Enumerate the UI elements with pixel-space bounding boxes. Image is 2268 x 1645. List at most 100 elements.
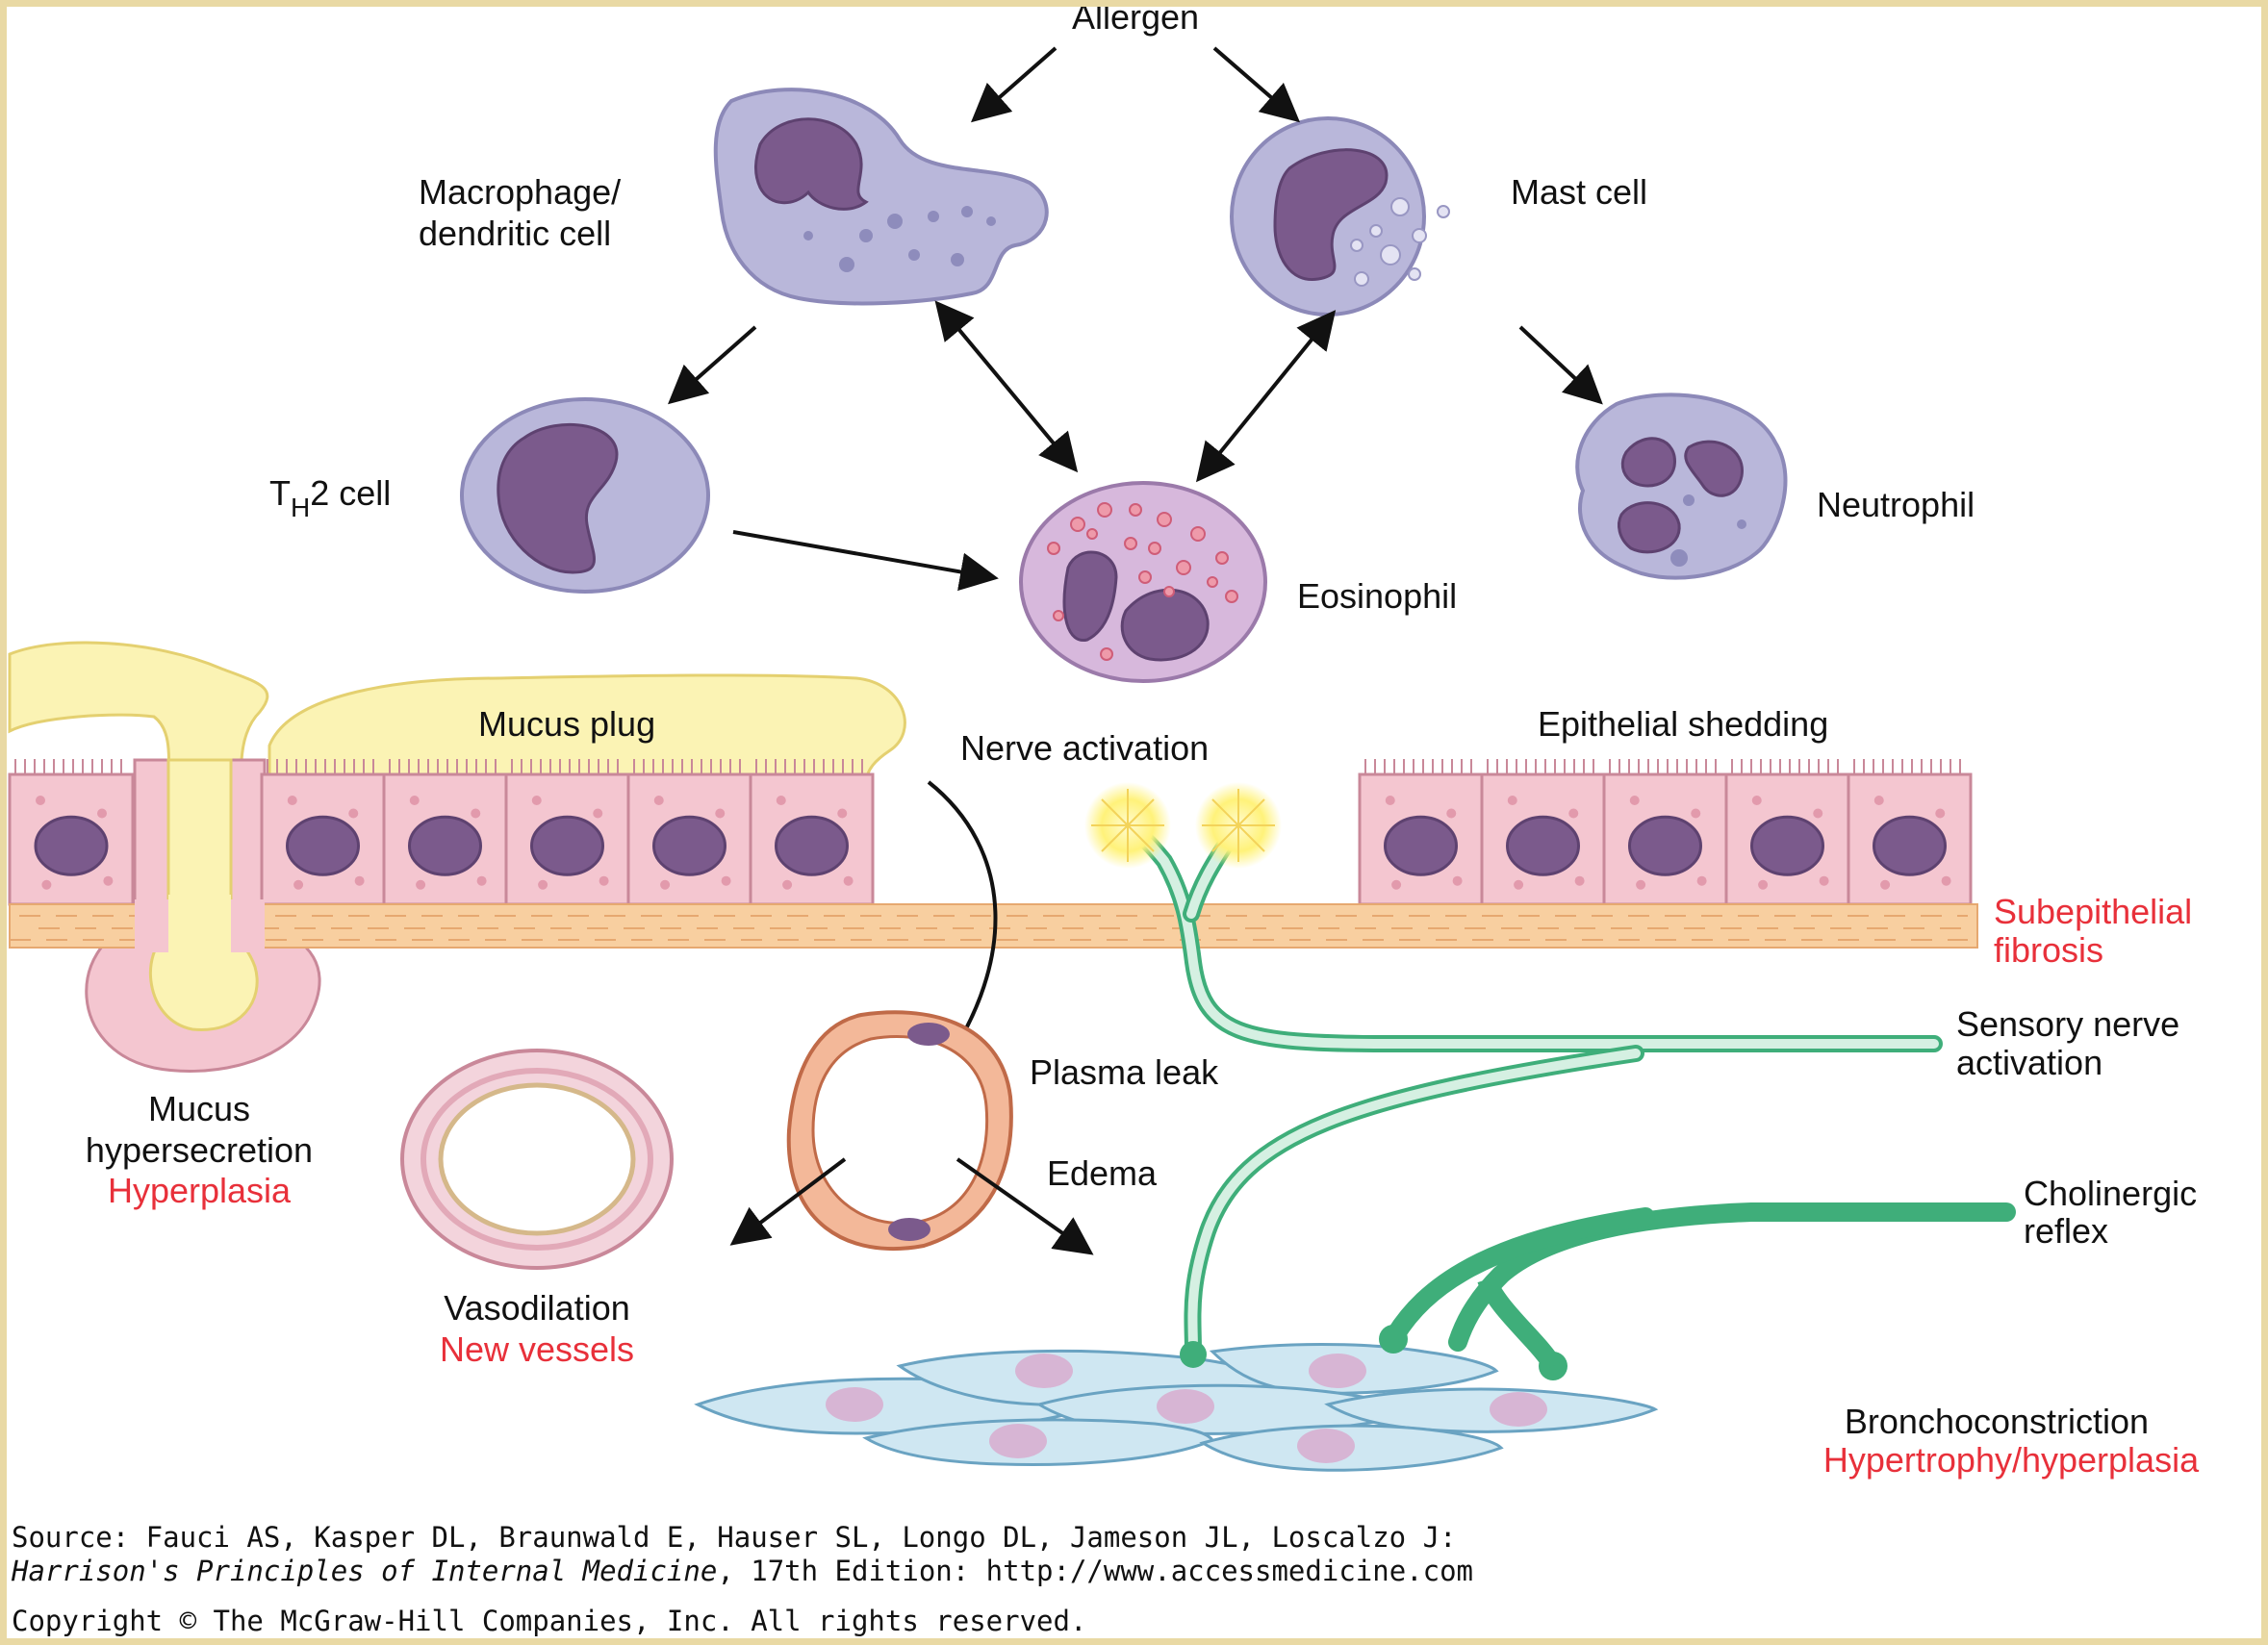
epithelial-granule [348,808,359,819]
cilia [511,759,619,774]
epithelial-granule [776,796,786,805]
label-eosinophil: Eosinophil [1297,576,1457,616]
cilia [1731,759,1839,774]
source-line-1: Source: Fauci AS, Kasper DL, Braunwald E… [12,1521,1457,1554]
label-subepithelial-2: fibrosis [1994,930,2103,970]
cilia [1609,759,1717,774]
epithelial-nucleus [34,815,109,876]
epithelial-granule [1507,796,1517,805]
epithelial-granule [837,808,848,819]
source-line-2: Harrison's Principles of Internal Medici… [11,1555,1473,1587]
epithelial-granule [1691,808,1701,819]
epithelial-nucleus [1628,815,1702,876]
epithelial-granule [476,875,487,886]
cilia [1487,759,1594,774]
cilia [633,759,741,774]
epithelial-granule [1696,875,1707,886]
epithelial-granule [1873,796,1884,805]
label-sensory-2: activation [1956,1043,2102,1082]
cholinergic-terminal-1 [1379,1325,1408,1354]
epithelial-granule [593,808,603,819]
epithelial-nucleus [286,815,360,876]
epithelial-granule [41,879,52,890]
epithelial-granule [416,879,426,890]
epithelial-granule [1751,796,1762,805]
cholinergic-branch [1477,1276,1562,1372]
label-epithelial-shedding: Epithelial shedding [1538,704,1828,744]
epithelial-granule [36,796,45,805]
label-macrophage-2: dendritic cell [419,214,611,253]
epithelial-granule [471,808,481,819]
labels: Allergen Macrophage/ dendritic cell Mast… [86,0,2200,1480]
label-th2-cell: TH2 cell [269,473,391,522]
cholinergic-nerve [1386,1202,2016,1352]
label-mucus-plug: Mucus plug [478,704,655,744]
cilia [14,759,122,774]
label-edema: Edema [1047,1153,1158,1193]
epithelial-granule [1452,875,1463,886]
epithelial-granule [409,796,420,805]
mast-cell [1230,116,1450,316]
epithelial-granule [354,875,365,886]
cilia [389,759,497,774]
label-vasodilation: Vasodilation [444,1288,629,1328]
label-hypersecretion: hypersecretion [86,1130,313,1170]
label-allergen: Allergen [1072,0,1199,37]
epithelial-granule [538,879,548,890]
cilia [1364,759,1472,774]
leaky-vessel [786,1010,1013,1252]
label-mucus: Mucus [148,1089,250,1128]
epithelial-nucleus [652,815,726,876]
nerve-terminal [1180,1341,1207,1368]
epithelial-nucleus [530,815,604,876]
epithelial-granule [1629,796,1640,805]
cilia [1853,759,1961,774]
label-plasma-leak: Plasma leak [1030,1052,1219,1092]
epithelial-granule [1574,875,1585,886]
epithelial-granule [1446,808,1457,819]
cilia [267,759,374,774]
label-cholinergic-2: reflex [2024,1211,2108,1251]
label-neutrophil: Neutrophil [1817,485,1975,524]
epithelial-granule [1941,875,1951,886]
epithelial-nucleus [775,815,849,876]
label-macrophage-1: Macrophage/ [419,172,621,212]
copyright-line: Copyright © The McGraw-Hill Companies, I… [12,1605,1086,1637]
epithelial-granule [599,875,609,886]
epithelial-granule [1880,879,1891,890]
epithelial-granule [293,879,304,890]
smooth-muscle-nuclei [826,1354,1547,1463]
epithelial-granule [1819,875,1829,886]
epithelial-granule [1568,808,1579,819]
epithelial-granule [531,796,542,805]
epithelial-granule [782,879,793,890]
label-bronchoconstriction: Bronchoconstriction [1845,1402,2149,1441]
epithelial-nucleus [1873,815,1947,876]
epithelial-nucleus [408,815,482,876]
epithelial-granule [1813,808,1823,819]
epithelial-granule [1758,879,1769,890]
label-new-vessels: New vessels [440,1329,634,1369]
macrophage-cell [713,88,1049,306]
epithelium-right [1358,759,1973,906]
epithelial-granule [1391,879,1402,890]
th2-cell [460,397,710,594]
epithelial-granule [715,808,726,819]
epithelial-granule [287,796,297,805]
epithelial-nucleus [1384,815,1458,876]
epithelial-nucleus [1506,815,1580,876]
epithelial-granule [660,879,671,890]
epithelial-granule [653,796,664,805]
epithelial-granule [843,875,854,886]
label-nerve-activation: Nerve activation [960,728,1209,768]
epithelial-granule [721,875,731,886]
label-sensory-1: Sensory nerve [1956,1004,2179,1044]
epithelial-nucleus [1750,815,1824,876]
label-subepithelial-1: Subepithelial [1994,892,2192,931]
label-mast-cell: Mast cell [1511,172,1647,212]
label-cholinergic-1: Cholinergic [2024,1174,2197,1213]
eosinophil-cell [1019,481,1267,683]
epithelial-granule [103,875,114,886]
